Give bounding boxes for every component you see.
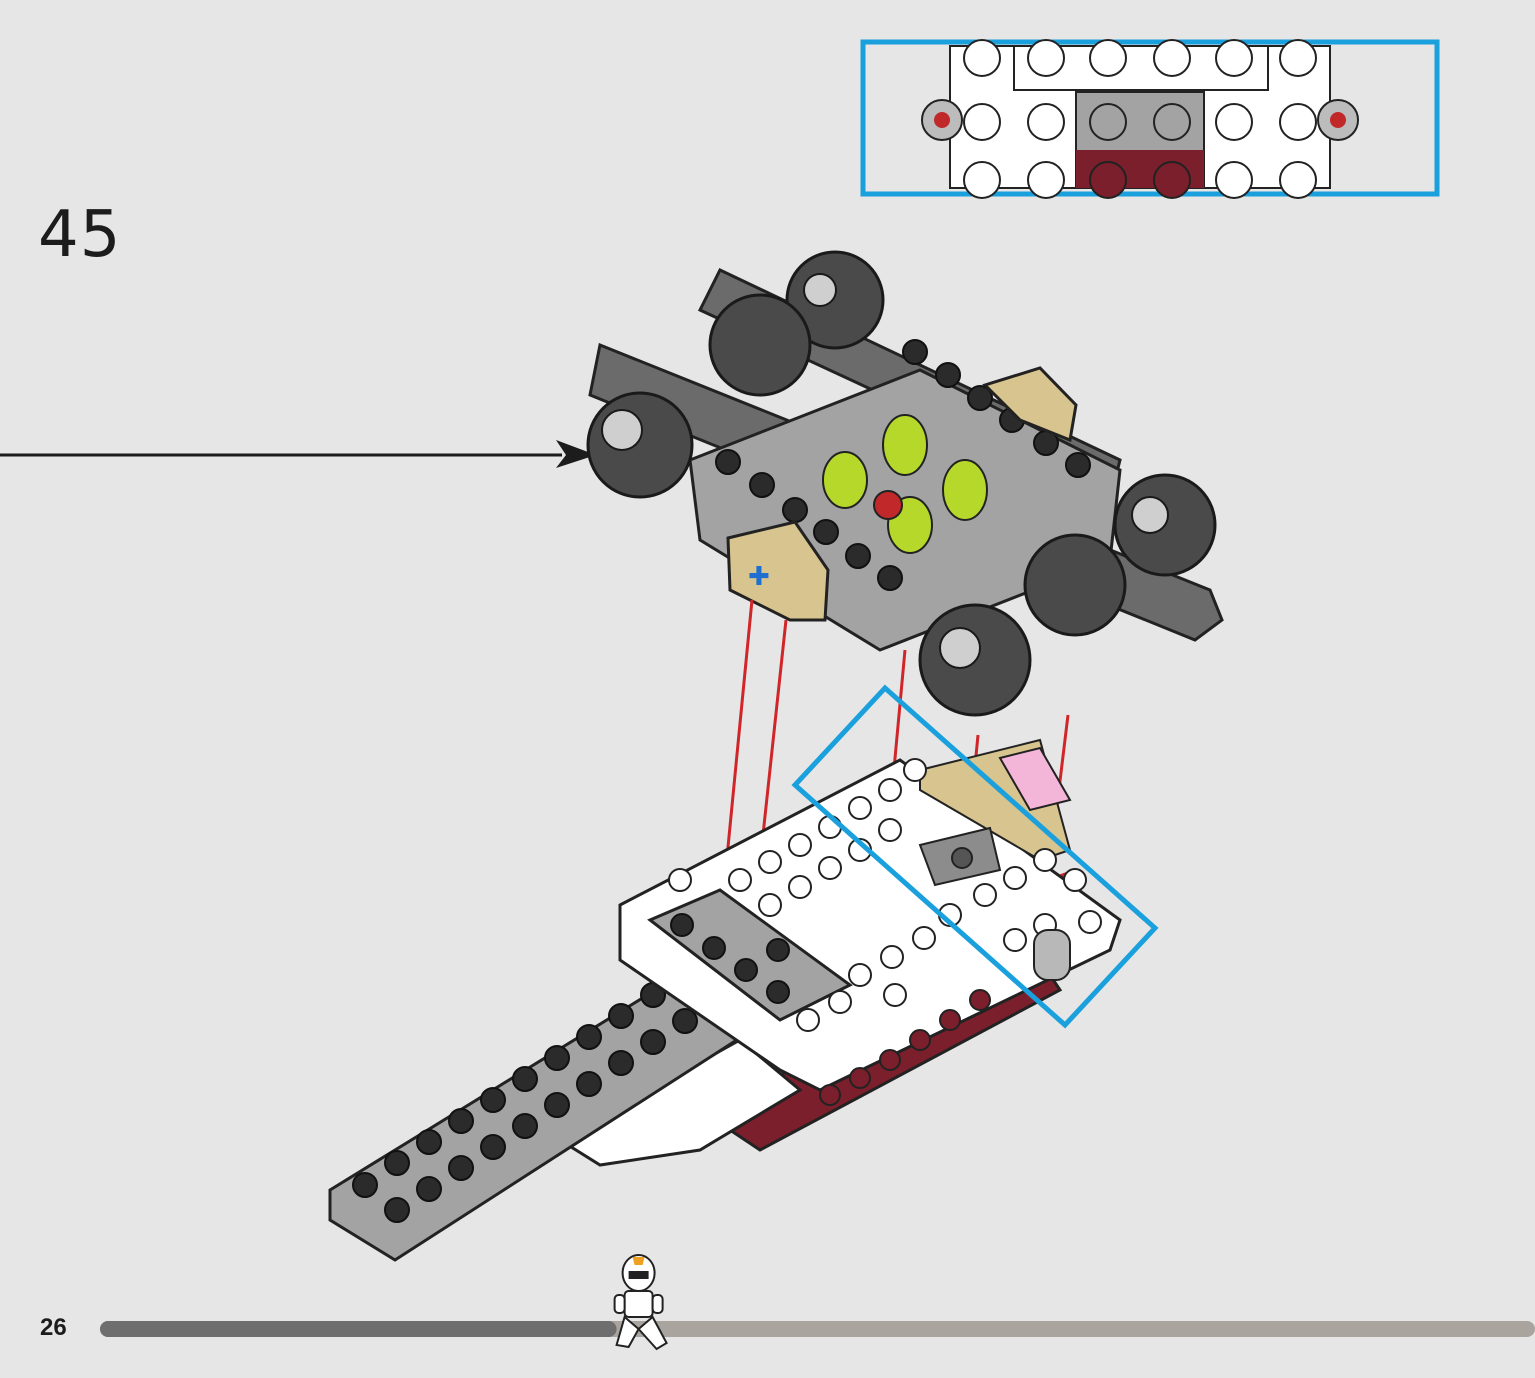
progress-bar: [100, 1321, 1535, 1337]
page-number: 26: [40, 1314, 67, 1341]
step-number: 45: [38, 198, 122, 272]
hull-submodel: [328, 738, 1122, 1262]
clone-trooper-figure-icon: [613, 1254, 668, 1351]
chassis-submodel: ✚: [586, 250, 1224, 717]
arrow-right-icon: [0, 440, 596, 468]
svg-text:✚: ✚: [748, 562, 770, 592]
callout-marker: [791, 684, 1159, 1029]
progress-fill: [100, 1321, 617, 1337]
callout-detail: [860, 39, 1440, 199]
